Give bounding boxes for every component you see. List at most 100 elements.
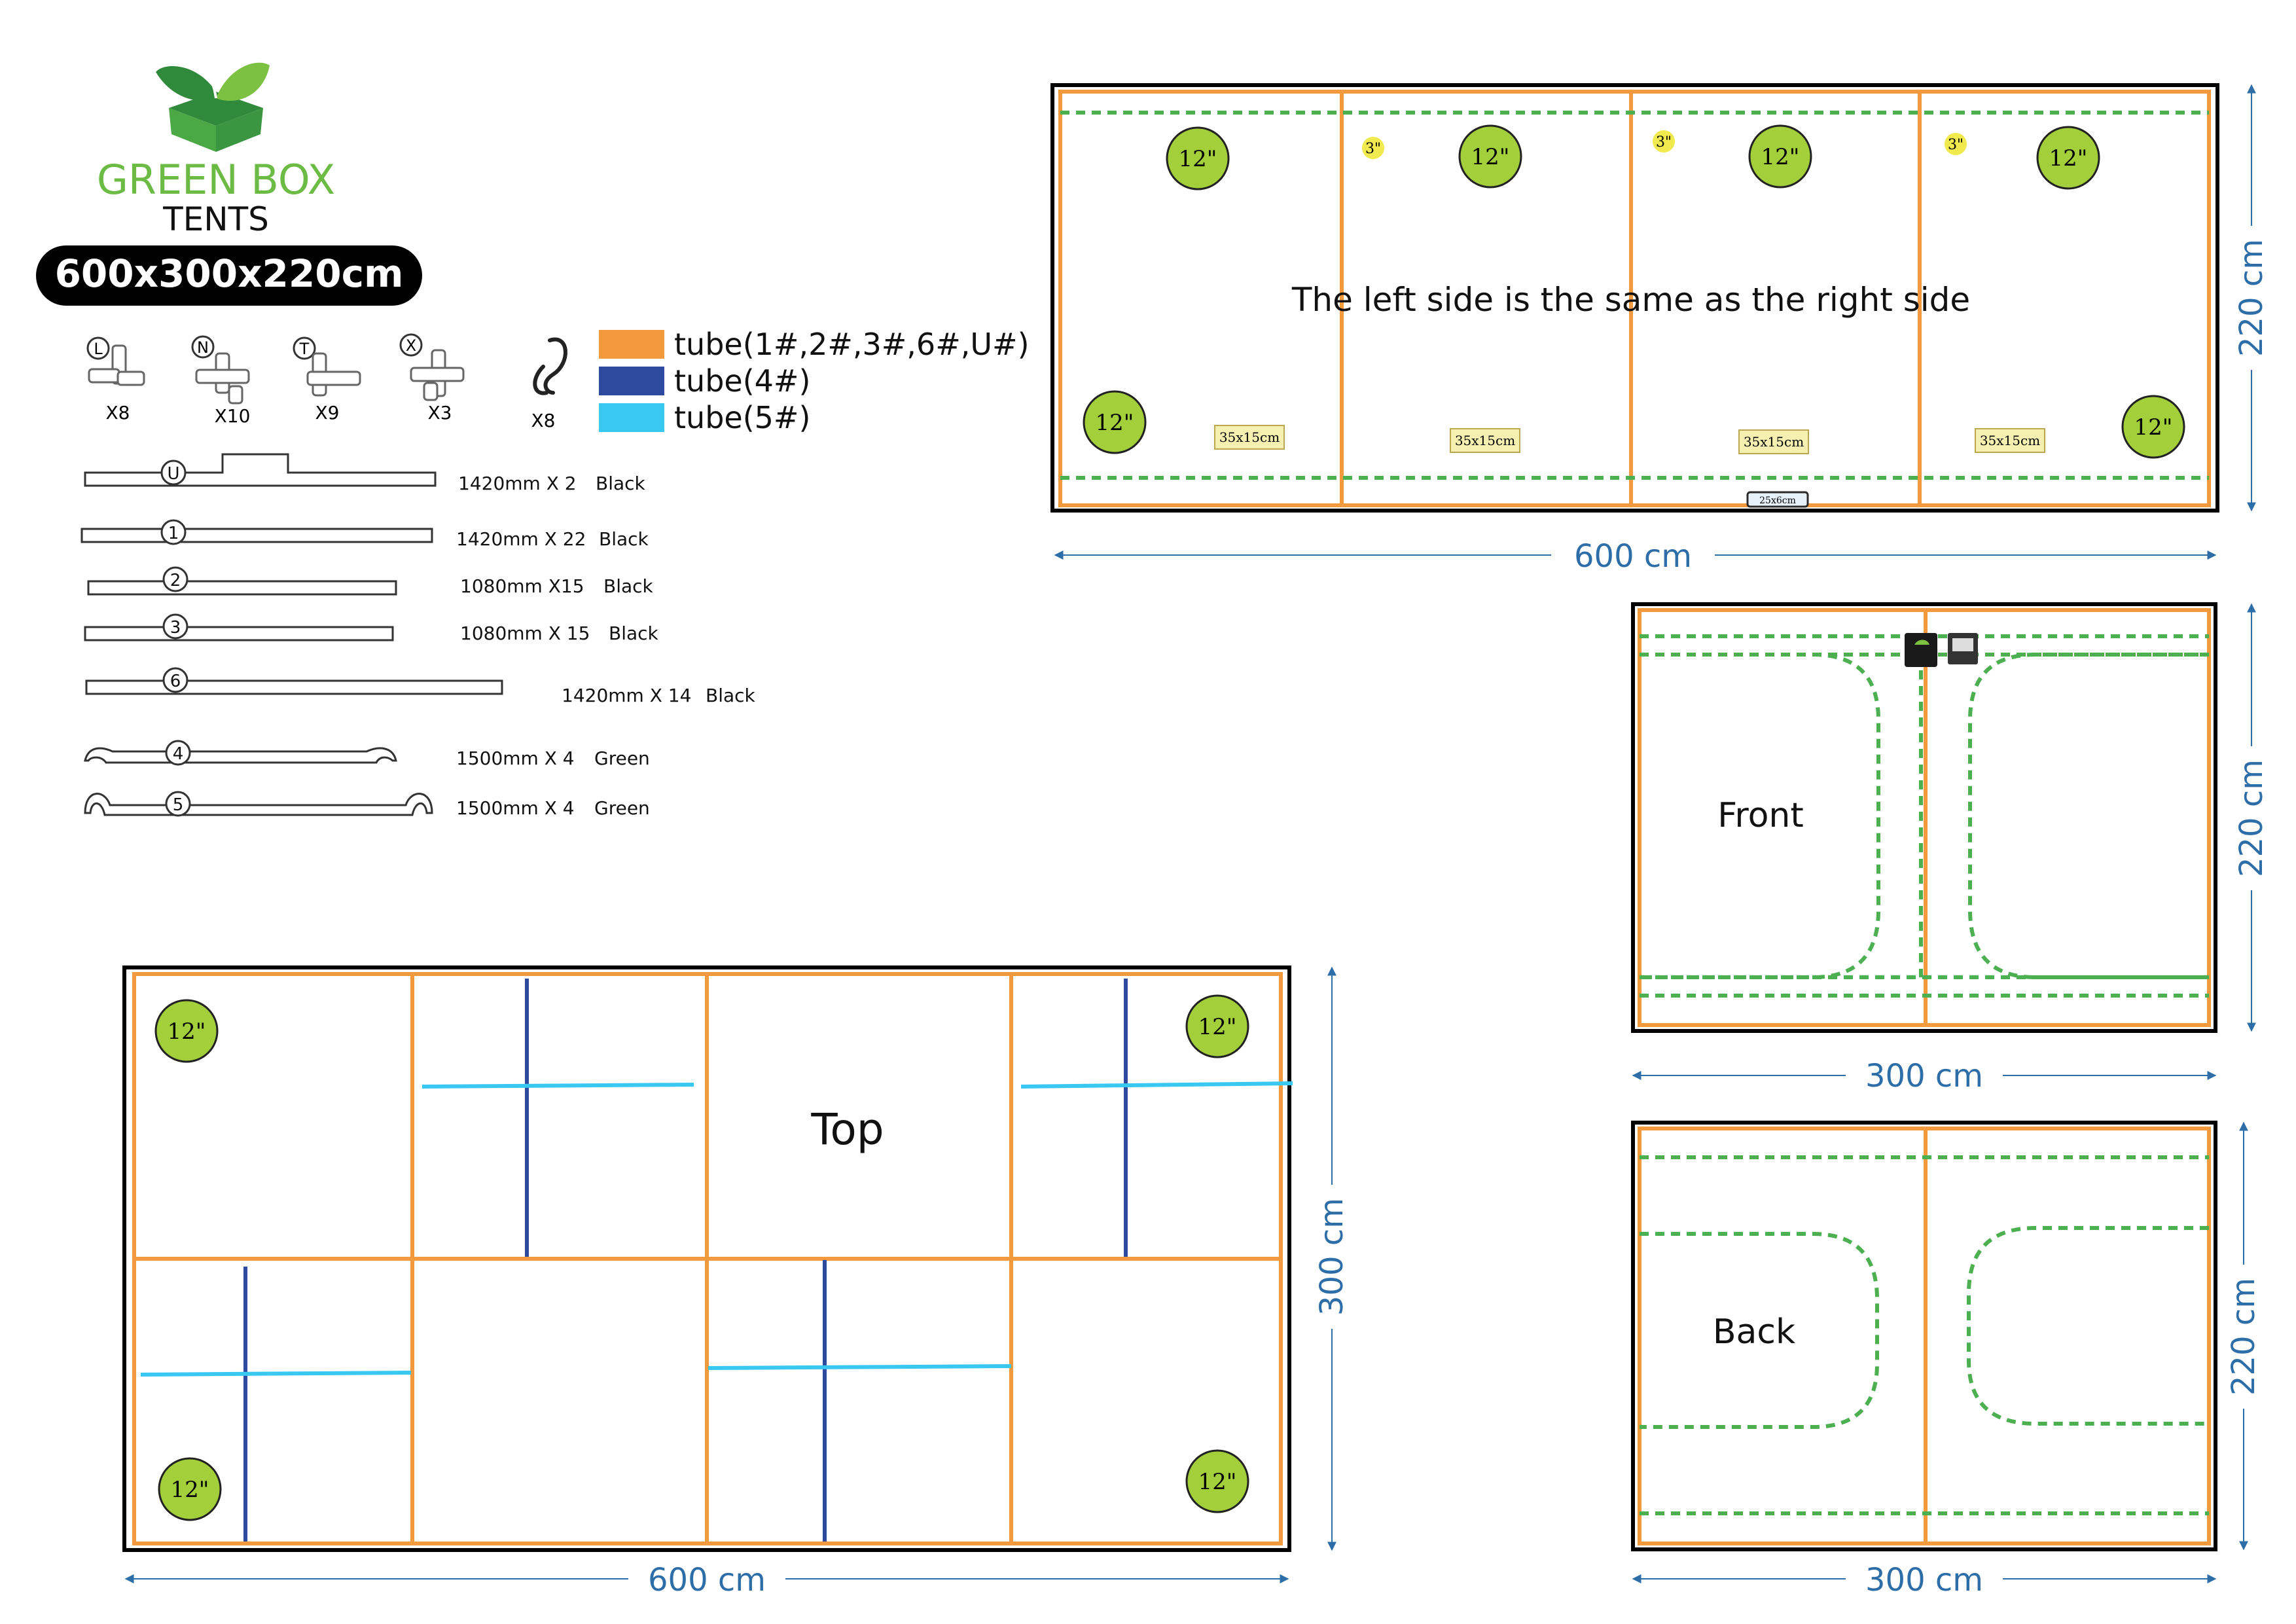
back-view-label: Back (1713, 1312, 1795, 1352)
side-view-vents: 35x15cm 35x15cm 35x15cm 35x15cm 25x6cm (1214, 425, 2045, 508)
side-small-vent (1746, 491, 1809, 508)
tube-1-color: Black (599, 528, 649, 550)
side-small-port-2 (1653, 130, 1675, 153)
top-port-2 (1185, 994, 1249, 1058)
legend-swatch-dark-blue (599, 367, 664, 395)
connector-x-icon (410, 349, 465, 401)
side-view-note: The left side is the same as the right s… (1291, 281, 1970, 319)
connector-l-qty: X8 (106, 402, 130, 424)
top-port-4-label: 12" (1198, 1469, 1237, 1495)
connector-t-letter: T (299, 340, 310, 358)
side-small-port-3-label: 3" (1948, 137, 1964, 153)
front-view-zippers (1640, 634, 2209, 998)
tube-1-length: 1420mm X 22 (456, 528, 586, 550)
front-view: Front 300 cm 220 cm (1631, 602, 2271, 1094)
tube-6-length: 1420mm X 14 (562, 685, 691, 706)
connector-x-letter: X (406, 336, 416, 355)
side-vent-2 (1450, 428, 1520, 453)
connector-l-icon (88, 344, 145, 386)
tube-2-drawing (87, 566, 397, 596)
connector-x-qty: X3 (428, 402, 452, 424)
tube-1-code: 1 (168, 524, 179, 543)
back-view: Back 300 cm 220 cm (1631, 1121, 2263, 1598)
tube-5-drawing (84, 791, 433, 817)
front-view-tubes (1638, 608, 2211, 1027)
hook-qty: X8 (531, 410, 556, 431)
top-port-2-label: 12" (1198, 1014, 1237, 1040)
side-port-1-label: 12" (1179, 146, 1217, 172)
top-port-3 (158, 1457, 222, 1521)
tube-4-length: 1500mm X 4 (456, 748, 575, 769)
side-vent-1 (1214, 425, 1285, 450)
top-port-1-label: 12" (168, 1019, 206, 1045)
side-port-5 (1083, 390, 1147, 454)
legend-label-dark-blue: tube(4#) (674, 363, 810, 399)
tube-3-drawing (84, 613, 394, 641)
legend-label-orange: tube(1#,2#,3#,6#,U#) (674, 327, 1030, 362)
top-port-1 (154, 999, 219, 1063)
top-view-support-dark (243, 979, 1128, 1542)
connector-n-icon (195, 352, 250, 405)
model-badge (36, 245, 422, 306)
brand-subname: TENTS (162, 200, 269, 238)
side-small-port-1 (1362, 137, 1384, 159)
model-size: 600x300x220cm (55, 251, 404, 296)
side-port-4 (2036, 126, 2100, 190)
tube-4-drawing (84, 740, 397, 766)
side-view-zippers (1060, 111, 2209, 480)
tube-2-length: 1080mm X15 (460, 575, 584, 597)
top-height-label: 300 cm (1314, 1198, 1350, 1316)
side-vent-4 (1975, 428, 2045, 453)
side-port-6-label: 12" (2134, 414, 2173, 441)
side-port-2-label: 12" (1471, 144, 1510, 170)
side-height-label: 220 cm (2233, 239, 2270, 357)
top-port-3-label: 12" (171, 1477, 209, 1503)
tube-parts-text: U 1420mm X 2 Black 1 1420mm X 22 Black 2… (167, 464, 755, 819)
logo: GREEN BOX TENTS 600x300x220cm (36, 54, 422, 306)
top-view: 12" 12" 12" 12" Top 600 cm 300 cm (122, 965, 1352, 1598)
front-width-label: 300 cm (1865, 1058, 1983, 1094)
hook: X8 (531, 337, 567, 431)
tube-6-code: 6 (170, 672, 181, 691)
side-width-label: 600 cm (1574, 538, 1692, 575)
top-width-label: 600 cm (648, 1562, 766, 1598)
top-view-tubes (132, 972, 1283, 1545)
legend-swatch-light-blue (599, 403, 664, 432)
side-vent-4-label: 35x15cm (1980, 433, 2040, 448)
side-vent-3 (1738, 429, 1809, 454)
side-small-port-1-label: 3" (1365, 141, 1381, 157)
tube-4-code: 4 (173, 744, 184, 764)
front-view-label: Front (1717, 796, 1804, 835)
front-height-label: 220 cm (2233, 759, 2270, 877)
side-view-ports: 12" 12" 12" 12" 12" 12" 3" 3" 3" (1083, 124, 2185, 459)
tube-5-length: 1500mm X 4 (456, 797, 575, 819)
tube-legend: tube(1#,2#,3#,6#,U#) tube(4#) tube(5#) (599, 327, 1030, 435)
tube-1-drawing (81, 519, 433, 545)
top-view-support-light (140, 1081, 1293, 1377)
back-height-label: 220 cm (2225, 1278, 2262, 1396)
side-vent-1-label: 35x15cm (1219, 429, 1280, 445)
tube-parts-list (81, 453, 503, 817)
tube-2-color: Black (603, 575, 654, 597)
side-small-port-2-label: 3" (1656, 134, 1672, 151)
connector-l-letter: L (94, 340, 103, 358)
tube-5-code: 5 (173, 795, 184, 815)
back-view-zippers (1640, 1155, 2209, 1515)
tube-4-color: Green (594, 748, 650, 769)
hook-icon (533, 337, 567, 395)
brand-name: GREEN BOX (97, 156, 335, 204)
connector-n-letter: N (197, 338, 209, 357)
tube-u-drawing (84, 453, 437, 487)
back-view-tubes (1638, 1127, 2211, 1545)
leaf-box-icon (156, 54, 270, 152)
side-port-3-label: 12" (1761, 144, 1800, 170)
green-box-tag-icon (1905, 633, 1937, 667)
tube-u-color: Black (596, 473, 646, 494)
side-port-3 (1748, 124, 1812, 189)
connector-n: N X10 (191, 335, 250, 427)
side-port-5-label: 12" (1096, 410, 1134, 436)
tube-6-color: Black (706, 685, 756, 706)
tube-3-length: 1080mm X 15 (460, 623, 590, 644)
side-port-4-label: 12" (2049, 145, 2088, 171)
